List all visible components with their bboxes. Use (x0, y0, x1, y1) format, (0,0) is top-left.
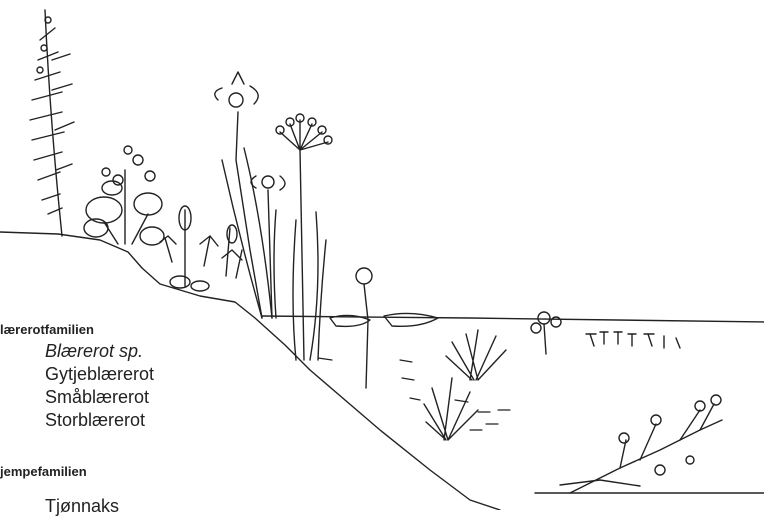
flowering-rush-plant (276, 114, 332, 360)
low-shore-plants (160, 206, 242, 291)
water-lily-plant (330, 268, 438, 388)
iris-plant (215, 72, 285, 318)
family-heading-tjempe: jempefamilien (0, 464, 87, 479)
bladderwort-surface (531, 312, 680, 354)
species-label: Storblærerot (45, 410, 145, 431)
deep-water-plant (560, 395, 722, 493)
species-label: Småblærerot (45, 387, 149, 408)
tall-shore-plant (30, 10, 74, 236)
family-heading-blaererot: lærerotfamilien (0, 322, 94, 337)
submerged-plant-upper (446, 330, 506, 380)
species-label: Tjønnaks (45, 496, 119, 517)
marsh-marigold-cluster (84, 146, 164, 245)
submerged-plant-lower (424, 378, 478, 440)
species-label: Blærerot sp. (45, 341, 143, 362)
species-label: Gytjeblærerot (45, 364, 154, 385)
